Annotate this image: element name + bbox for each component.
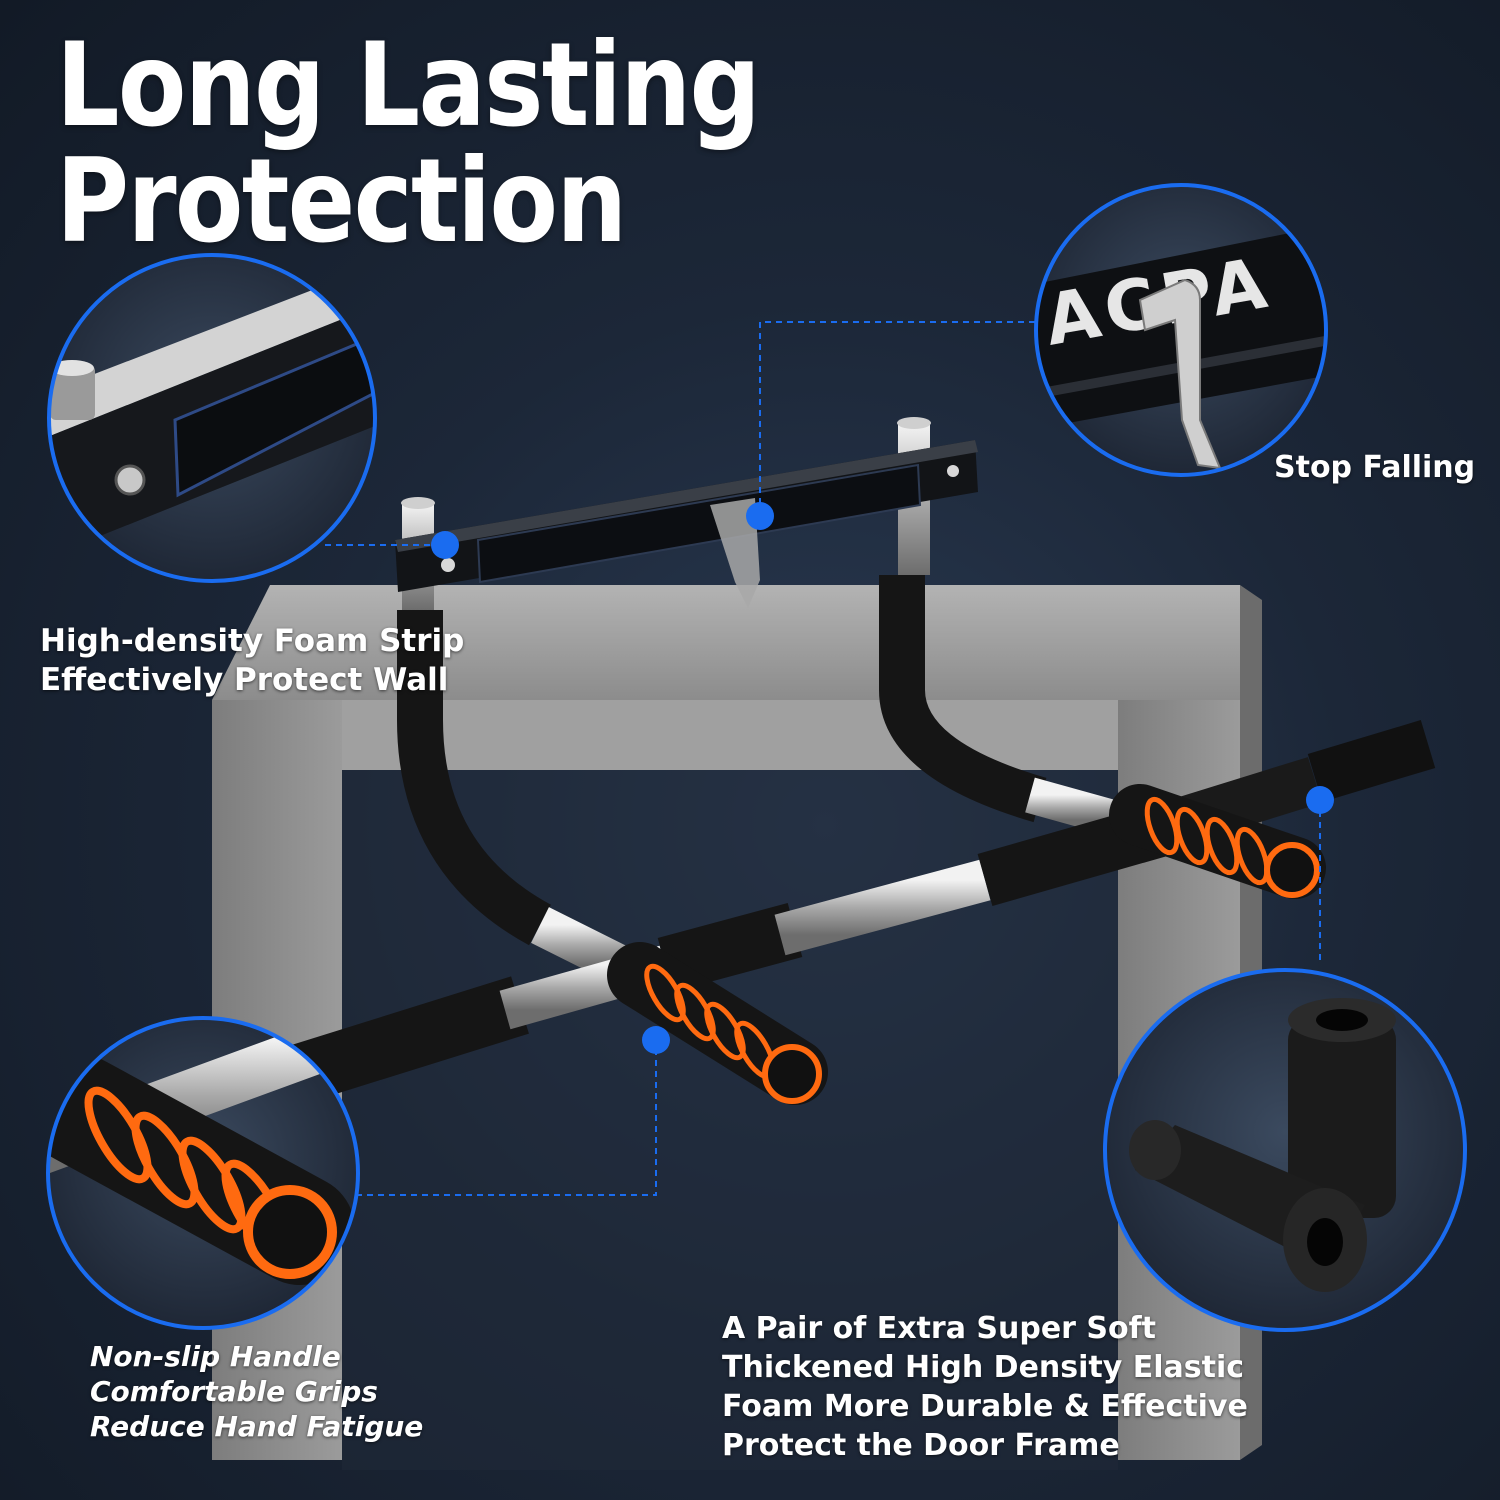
zoom-lens-end-foam — [1103, 968, 1467, 1332]
callout-foam-strip: High-density Foam Strip Effectively Prot… — [40, 622, 464, 700]
left-handle — [607, 942, 828, 1105]
callout-foam-pair: A Pair of Extra Super Soft Thickened Hig… — [722, 1309, 1248, 1465]
right-handle — [1109, 784, 1326, 899]
callout-line: A Pair of Extra Super Soft — [722, 1311, 1157, 1346]
callout-stop-falling: Stop Falling — [1274, 449, 1475, 487]
marker-hook — [746, 502, 774, 530]
callout-line: Protect the Door Frame — [722, 1428, 1120, 1463]
callout-line: Foam More Durable & Effective — [722, 1389, 1248, 1424]
marker-dots — [431, 502, 1334, 1054]
page-title: Long Lasting Protection — [56, 18, 761, 269]
callout-line: Comfortable Grips — [90, 1375, 378, 1408]
callout-line: Non-slip Handle — [90, 1340, 341, 1373]
marker-end-foam — [1306, 786, 1334, 814]
callout-line: Reduce Hand Fatigue — [90, 1410, 424, 1443]
curved-arms — [397, 575, 1125, 983]
top-bracket — [395, 417, 978, 610]
callout-line: Thickened High Density Elastic — [722, 1350, 1245, 1385]
zoom-lens-handle — [46, 1016, 360, 1330]
callout-line: High-density Foam Strip — [40, 623, 465, 659]
zoom-lens-foam-strip — [47, 253, 377, 583]
callout-line: Stop Falling — [1274, 450, 1476, 485]
marker-foam-strip — [431, 531, 459, 559]
marker-handle — [642, 1026, 670, 1054]
leader-lines — [325, 321, 1321, 1196]
callout-handle: Non-slip Handle Comfortable Grips Reduce… — [90, 1339, 423, 1444]
callout-line: Effectively Protect Wall — [40, 662, 449, 698]
zoom-lens-hook: ACPA — [1034, 183, 1328, 477]
